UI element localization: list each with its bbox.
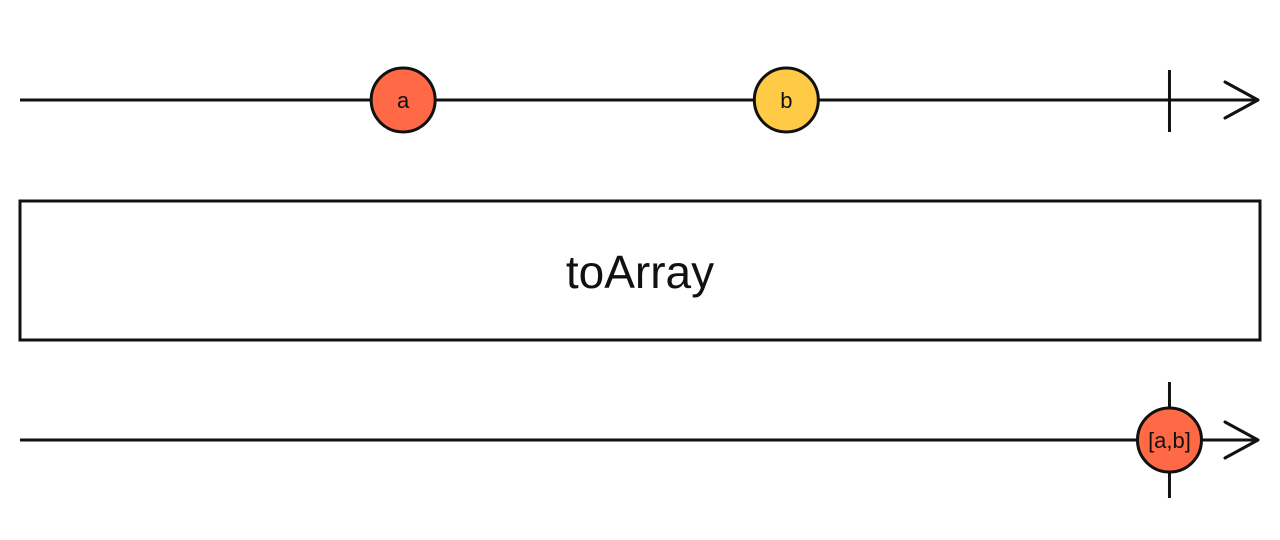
marble-label: a [397,88,410,113]
output-marbles: [a,b] [1135,406,1203,474]
operator-label: toArray [566,246,714,298]
output-arrowhead-icon [1223,420,1260,460]
marble-circle [752,66,820,134]
marble-circle [1135,406,1203,474]
operator: toArray [18,199,1262,342]
marble: b [752,66,820,134]
marble-circle [369,66,437,134]
output-stream: [a,b] [20,382,1260,498]
operator-box [18,199,1262,342]
marble-label: [a,b] [1148,428,1191,453]
marble: a [369,66,437,134]
marble: [a,b] [1135,406,1203,474]
input-arrowhead-icon [1223,80,1260,120]
marble-label: b [780,88,792,113]
